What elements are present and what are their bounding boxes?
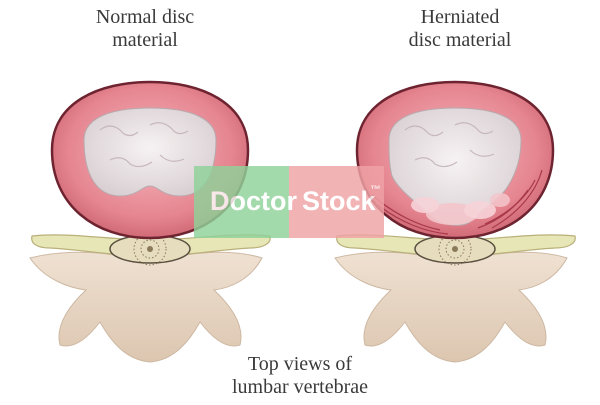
watermark-red-block: [289, 166, 384, 238]
bottom-caption: Top views of lumbar vertebrae: [231, 353, 369, 398]
watermark: Doctor Stock ™: [194, 166, 384, 238]
normal-disc-label: Normal disc material: [95, 6, 195, 51]
vertebra-body-right: [334, 251, 568, 363]
watermark-green-block: [194, 166, 289, 238]
vertebra-body-left: [29, 251, 263, 363]
herniated-material: [411, 193, 510, 225]
watermark-trademark: ™: [370, 184, 381, 196]
watermark-word-doctor: Doctor: [210, 186, 297, 216]
herniated-vertebra: [334, 80, 576, 363]
nucleus-normal: [83, 107, 217, 197]
watermark-word-stock: Stock: [302, 186, 376, 216]
herniated-disc-label: Herniated disc material: [408, 6, 512, 51]
normal-vertebra: [29, 80, 271, 363]
